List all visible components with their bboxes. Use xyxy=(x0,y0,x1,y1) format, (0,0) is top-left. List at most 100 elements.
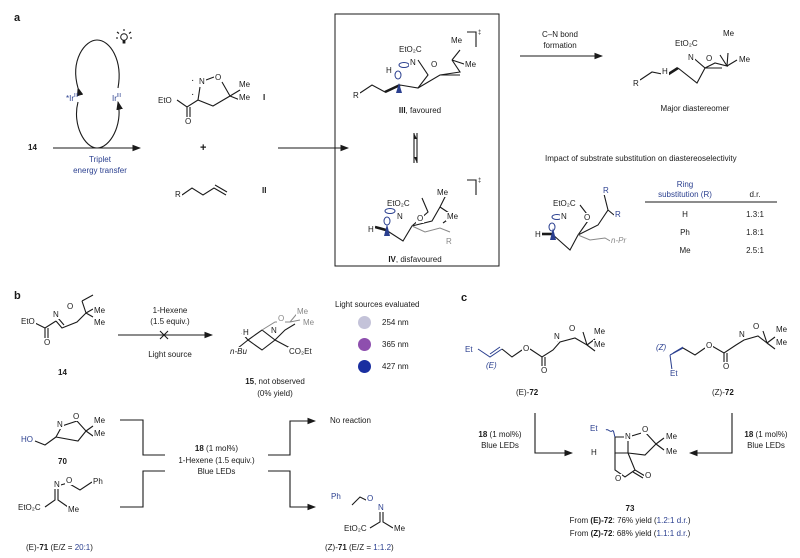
atom-o: O xyxy=(614,474,623,483)
compound-15-label: 15, not observed xyxy=(245,377,305,386)
light-source-label: 427 nm xyxy=(382,362,409,371)
atom-n: N xyxy=(198,77,206,86)
table-cell-substitution: Ph xyxy=(680,228,690,237)
compound-73-structure xyxy=(605,429,665,479)
atom-h: H xyxy=(534,230,542,239)
atom-n: N xyxy=(409,58,417,67)
atom-o: O xyxy=(366,494,375,503)
energy-transfer-label: energy transfer xyxy=(73,166,127,175)
atom-ho: HO xyxy=(20,435,34,444)
atom-r: R xyxy=(614,210,622,219)
atom-n: N xyxy=(624,432,632,441)
atom-nbu: n-Bu xyxy=(229,347,248,356)
atom-me: Me xyxy=(436,188,450,197)
atom-ester: EtO₂C xyxy=(398,45,423,54)
compound-70-label: 70 xyxy=(58,457,67,466)
atom-r: R xyxy=(632,79,640,88)
atom-o: O xyxy=(66,302,75,311)
triplet-label: Triplet xyxy=(89,155,111,164)
atom-ester: EtO₂C xyxy=(552,199,577,208)
atom-n: N xyxy=(56,420,64,429)
equilibrium-arrows xyxy=(413,133,418,163)
compound-Z71-label: (Z)-71 (E/Z = 1:1.2) xyxy=(325,543,394,552)
atom-me: Me xyxy=(393,524,407,533)
atom-r: R xyxy=(602,186,610,195)
atom-o: O xyxy=(214,73,223,82)
compound-E71-label: (E)-71 (E/Z = 20:1) xyxy=(26,543,93,552)
atom-me: Me xyxy=(446,212,460,221)
geometry-Z-label: (Z) xyxy=(655,343,668,352)
atom-ester: EtO₂C xyxy=(17,503,42,512)
conditions-light: Blue LEDs xyxy=(197,467,236,476)
ts-III-structure xyxy=(359,31,477,94)
atom-ester: EtO₂C xyxy=(674,39,699,48)
major-diastereomer-label: Major diastereomer xyxy=(660,104,730,113)
table-header-substitution: substitution (R) xyxy=(658,190,712,199)
excited-iridium-label: *IrIII xyxy=(66,93,79,103)
table-cell-dr: 1.3:1 xyxy=(746,210,764,219)
atom-n: N xyxy=(52,310,60,319)
atom-ph: Ph xyxy=(92,477,104,486)
atom-et: Et xyxy=(589,424,599,433)
atom-me: Me xyxy=(93,416,107,425)
atom-ph: Ph xyxy=(330,492,342,501)
atom-eto: EtO xyxy=(157,96,173,105)
atom-o: O xyxy=(641,425,650,434)
atom-n: N xyxy=(377,503,385,512)
atom-o: O xyxy=(583,213,592,222)
atom-me: Me xyxy=(302,318,316,327)
atom-eto: EtO xyxy=(20,317,36,326)
ts-III-charge: ‡ xyxy=(478,30,482,36)
alkene-II-label: II xyxy=(262,186,267,195)
atom-n: N xyxy=(270,326,278,335)
atom-h: H xyxy=(385,66,393,75)
substitution-ts-structure xyxy=(540,193,615,251)
atom-o: O xyxy=(644,471,653,480)
compound-Z72-label: (Z)-72 xyxy=(712,388,734,397)
panel-label-b: b xyxy=(14,290,21,302)
reagent-hexene: 1-Hexene xyxy=(152,306,188,315)
atom-h: H xyxy=(367,225,375,234)
radical-dot-c: · xyxy=(191,89,195,100)
atom-npr: n-Pr xyxy=(610,236,628,245)
conditions-left-catalyst: 18 (1 mol%) xyxy=(478,430,522,439)
atom-me: Me xyxy=(93,429,107,438)
conditions-right-catalyst: 18 (1 mol%) xyxy=(744,430,788,439)
atom-me: Me xyxy=(450,36,464,45)
light-source-swatch xyxy=(358,360,371,373)
compound-14-label: 14 xyxy=(28,143,37,152)
atom-et: Et xyxy=(464,345,474,354)
table-header-ring: Ring xyxy=(676,180,694,189)
atom-o: O xyxy=(522,344,531,353)
no-reaction-label: No reaction xyxy=(330,416,371,425)
bracket-arrows xyxy=(120,417,317,511)
table-header-dr: d.r. xyxy=(749,190,761,199)
atom-r: R xyxy=(352,91,360,100)
atom-h: H xyxy=(242,328,250,337)
result-from-Z72: From (Z)-72: 68% yield (1.1:1 d.r.) xyxy=(569,529,691,538)
light-source-label: 254 nm xyxy=(382,318,409,327)
atom-o: O xyxy=(540,366,549,375)
arrow-E72-to-73 xyxy=(534,413,574,457)
light-sources-title: Light sources evaluated xyxy=(335,300,420,309)
light-source-swatch xyxy=(358,316,371,329)
panel-label-a: a xyxy=(14,12,21,24)
light-source-swatch xyxy=(358,338,371,351)
compound-Z71-structure xyxy=(351,496,394,529)
atom-me: Me xyxy=(593,340,607,349)
transition-state-box xyxy=(334,13,500,267)
atom-o: O xyxy=(705,341,714,350)
compound-73-label: 73 xyxy=(625,504,635,513)
atom-ester: EtO₂C xyxy=(343,524,368,533)
ts-IV-charge: ‡ xyxy=(478,178,482,184)
reagent-equiv: (1.5 equiv.) xyxy=(150,317,190,326)
intermediate-I-label: I xyxy=(263,93,266,102)
compound-Z72-structure xyxy=(669,330,776,371)
compound-E72-label: (E)-72 xyxy=(516,388,539,397)
lightbulb-icon xyxy=(116,29,132,44)
ground-iridium-label: IrIII xyxy=(112,93,122,103)
atom-me: Me xyxy=(67,505,81,514)
atom-ester: CO₂Et xyxy=(288,347,313,356)
catalytic-cycle xyxy=(53,39,142,152)
